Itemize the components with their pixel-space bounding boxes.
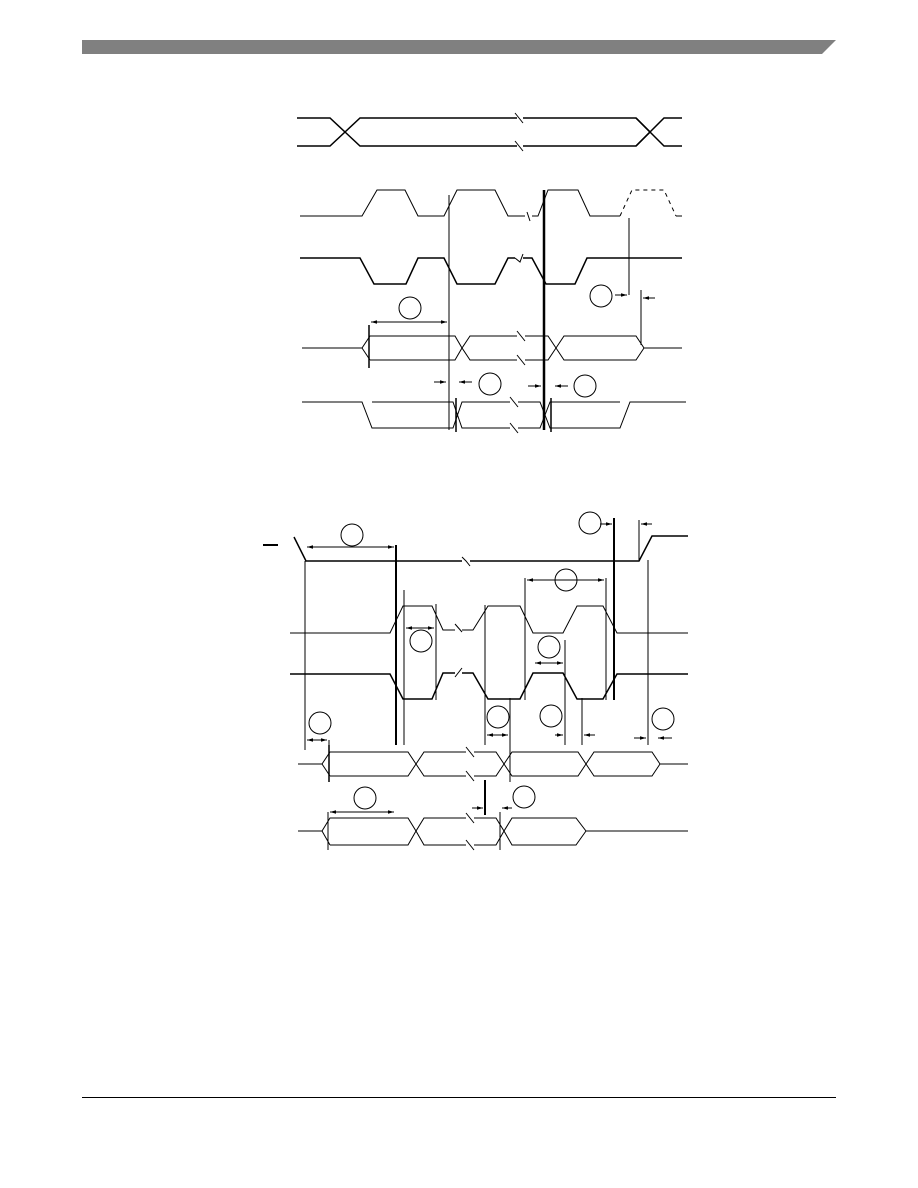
clock-a xyxy=(300,189,682,222)
timing-marker xyxy=(578,511,602,535)
clock-a xyxy=(290,605,688,634)
footer-rule xyxy=(82,1097,836,1098)
timing-diagram-upper xyxy=(297,112,686,434)
data-bus-a xyxy=(298,745,688,782)
timing-marker xyxy=(308,711,332,735)
header-band xyxy=(82,40,836,54)
timing-marker xyxy=(340,523,364,547)
timing-diagram-lower xyxy=(263,511,688,851)
data-bus-a xyxy=(302,325,682,368)
timing-marker xyxy=(486,705,510,729)
timing-marker xyxy=(512,785,536,809)
header-bar xyxy=(82,40,836,54)
strobe-signal xyxy=(263,535,688,567)
timing-marker xyxy=(478,372,502,396)
clock-b xyxy=(290,667,688,700)
timing-marker xyxy=(409,629,433,653)
timing-marker xyxy=(353,786,377,810)
timing-marker xyxy=(589,284,613,308)
data-bus-b xyxy=(298,812,688,851)
bus-signal xyxy=(297,112,682,152)
timing-marker xyxy=(539,704,563,728)
timing-marker xyxy=(398,296,422,320)
data-bus-b xyxy=(302,396,686,434)
timing-marker xyxy=(554,568,578,592)
timing-marker xyxy=(573,374,597,398)
clock-b xyxy=(300,253,682,285)
timing-marker xyxy=(537,635,561,659)
timing-marker xyxy=(651,707,675,731)
